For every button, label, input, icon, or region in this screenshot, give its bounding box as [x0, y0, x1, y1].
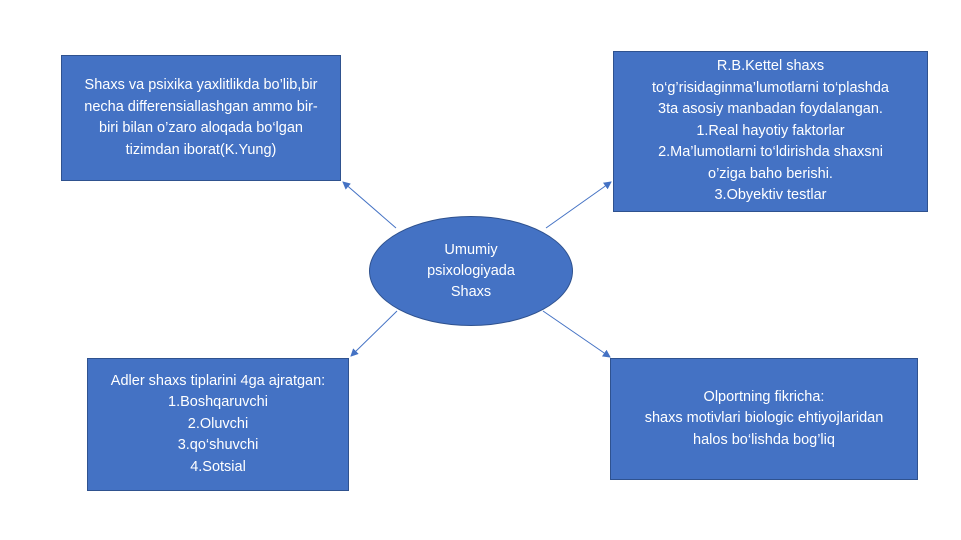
node-text-line: tizimdan iborat(K.Yung) [125, 141, 277, 158]
node-text-line: 2.Oluvchi [187, 415, 249, 432]
node-text-line: 3.qo‘shuvchi [177, 437, 259, 454]
arrow-to-bottom-left [350, 310, 398, 357]
node-text-line: necha differensiallashgan ammo bir- [84, 98, 318, 115]
node-text-line: 2.Ma’lumotlarni to‘ldirishda shaxsni [658, 144, 883, 161]
node-text-line: biri bilan o’zaro aloqada bo‘lgan [99, 120, 303, 136]
arrow-to-bottom-right [542, 310, 611, 358]
node-text-line: Olportning fikricha: [703, 388, 825, 405]
node-text-line: halos bo‘lishda bog’liq [693, 431, 835, 448]
node-text-line: 1.Boshqaruvchi [168, 394, 268, 411]
node-top-left: Shaxs va psixika yaxlitlikda bo’lib,bir … [61, 55, 341, 181]
node-text-line: 1.Real hayotiy faktorlar [696, 122, 845, 139]
center-node: Umumiy psixologiyada Shaxs [369, 216, 573, 326]
arrow-to-top-right [545, 181, 612, 229]
center-text-line: Shaxs [450, 283, 492, 300]
node-top-right: R.B.Kettel shaxs to‘g’risidaginma’lumotl… [613, 51, 928, 212]
node-bottom-left: Adler shaxs tiplarini 4ga ajratgan: 1.Bo… [87, 358, 349, 491]
node-text-line: Adler shaxs tiplarini 4ga ajratgan: [110, 372, 326, 389]
center-text-line: Umumiy [444, 241, 498, 258]
node-text-line: 3.Obyektiv testlar [714, 187, 827, 204]
arrow-to-top-left [342, 181, 397, 229]
center-text-line: psixologiyada [427, 262, 515, 279]
node-bottom-right: Olportning fikricha: shaxs motivlari bio… [610, 358, 918, 480]
node-text-line: shaxs motivlari biologic ehtiyojlaridan [644, 410, 884, 427]
node-text-line: o’ziga baho berishi. [708, 165, 833, 182]
node-text-line: R.B.Kettel shaxs [716, 58, 825, 75]
node-text-line: 4.Sotsial [190, 458, 246, 475]
node-text-line: 3ta asosiy manbadan foydalangan. [658, 101, 883, 118]
node-text-line: Shaxs va psixika yaxlitlikda bo’lib,bir [84, 77, 318, 93]
node-text-line: to‘g’risidaginma’lumotlarni to‘plashda [652, 79, 889, 96]
